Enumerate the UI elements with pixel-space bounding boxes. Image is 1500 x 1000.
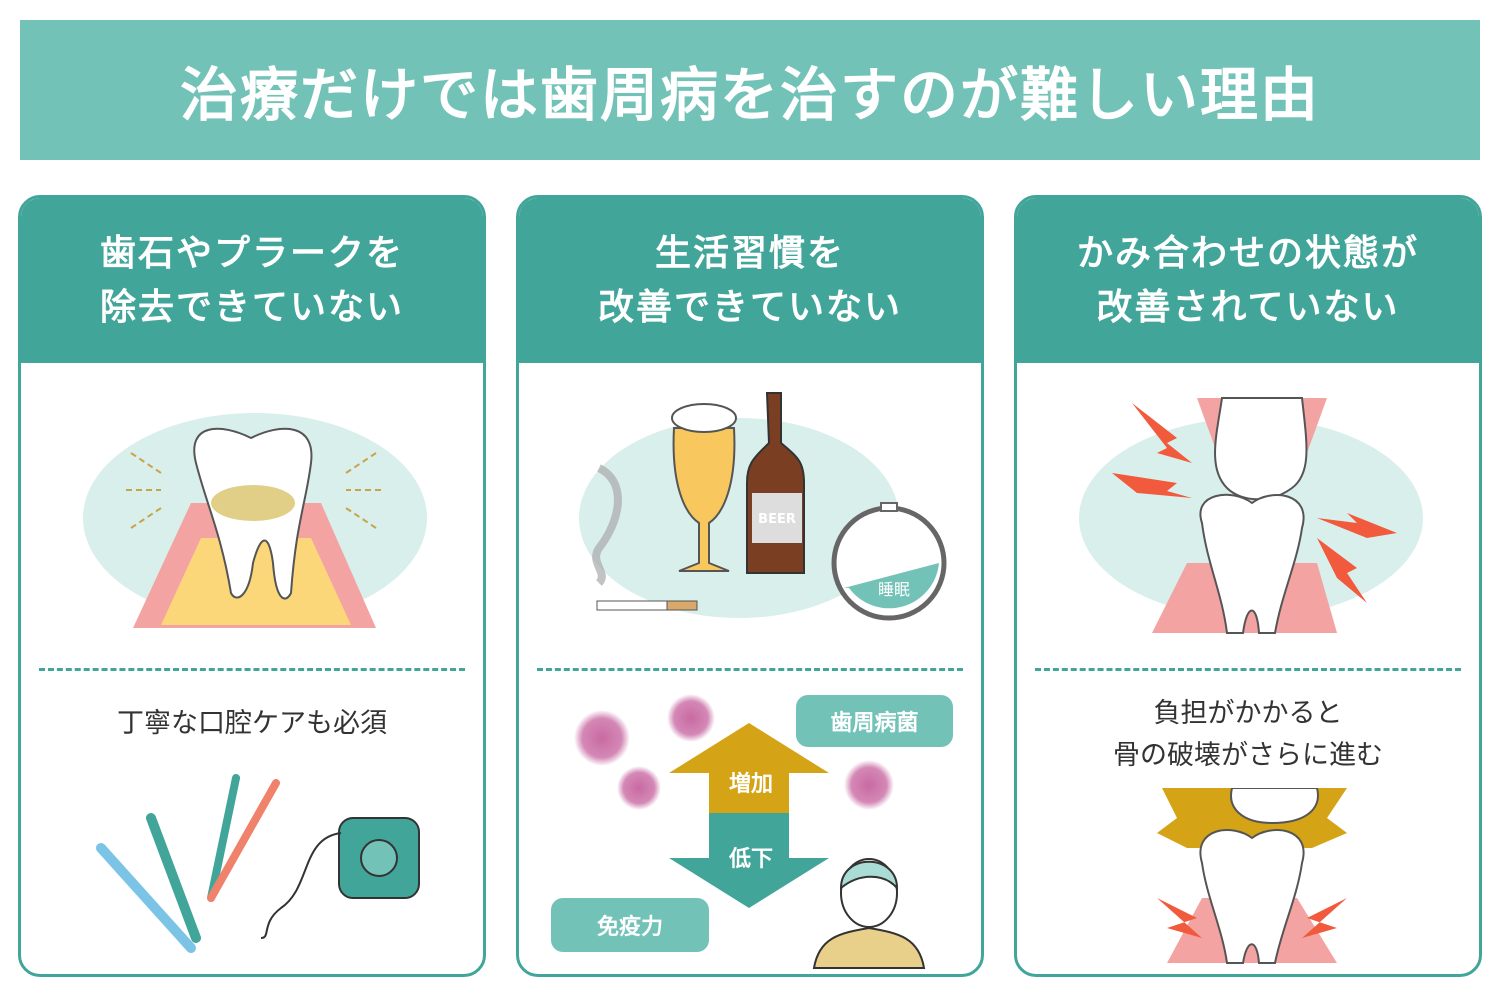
heading-line: 歯石やプラークを [99,232,404,274]
panel-bite: かみ合わせの状態が 改善されていない 負担がかかると 骨の破壊がさらに進む [1014,195,1482,977]
bite-illustration [1079,397,1423,634]
heading-line: 除去できていない [99,286,404,328]
heading-line: かみ合わせの状態が [1076,232,1419,274]
caption: 丁寧な口腔ケアも必須 [117,708,387,739]
decrease-label: 低下 [729,847,774,872]
heading-line: 改善できていない [597,286,902,328]
panel-plaque: 歯石やプラークを 除去できていない 丁寧な口腔ケアも必須 [18,195,486,977]
divider [1035,668,1461,671]
heading-line: 生活習慣を [654,232,845,274]
bacteria-immunity-illustration [574,694,926,969]
divider [537,668,963,671]
sleep-label: 睡眠 [878,580,910,599]
oral-care-tools-illustration [96,774,420,953]
panel-heading: 歯石やプラークを 除去できていない [21,198,483,363]
lifestyle-illustration: BEER 睡眠 [579,392,947,621]
caption-line: 負担がかかると [1153,698,1343,729]
increase-label: 増加 [729,772,774,797]
beer-label: BEER [758,512,796,527]
panel-heading: 生活習慣を 改善できていない [519,198,981,363]
bone-damage-illustration [1157,788,1347,964]
heading-line: 改善されていない [1096,286,1400,328]
bacteria-bubble: 歯周病菌 [796,695,953,747]
caption: 負担がかかると 骨の破壊がさらに進む [1017,693,1479,777]
page-title: 治療だけでは歯周病を治すのが難しい理由 [20,20,1480,160]
panel-heading: かみ合わせの状態が 改善されていない [1017,198,1479,363]
immunity-bubble: 免疫力 [551,898,709,952]
caption-line: 骨の破壊がさらに進む [1113,740,1383,771]
tooth-plaque-illustration [83,413,427,628]
panel-lifestyle: 生活習慣を 改善できていない BEER 睡眠 増加 低下 歯周病菌 免疫力 [516,195,984,977]
divider [39,668,465,671]
